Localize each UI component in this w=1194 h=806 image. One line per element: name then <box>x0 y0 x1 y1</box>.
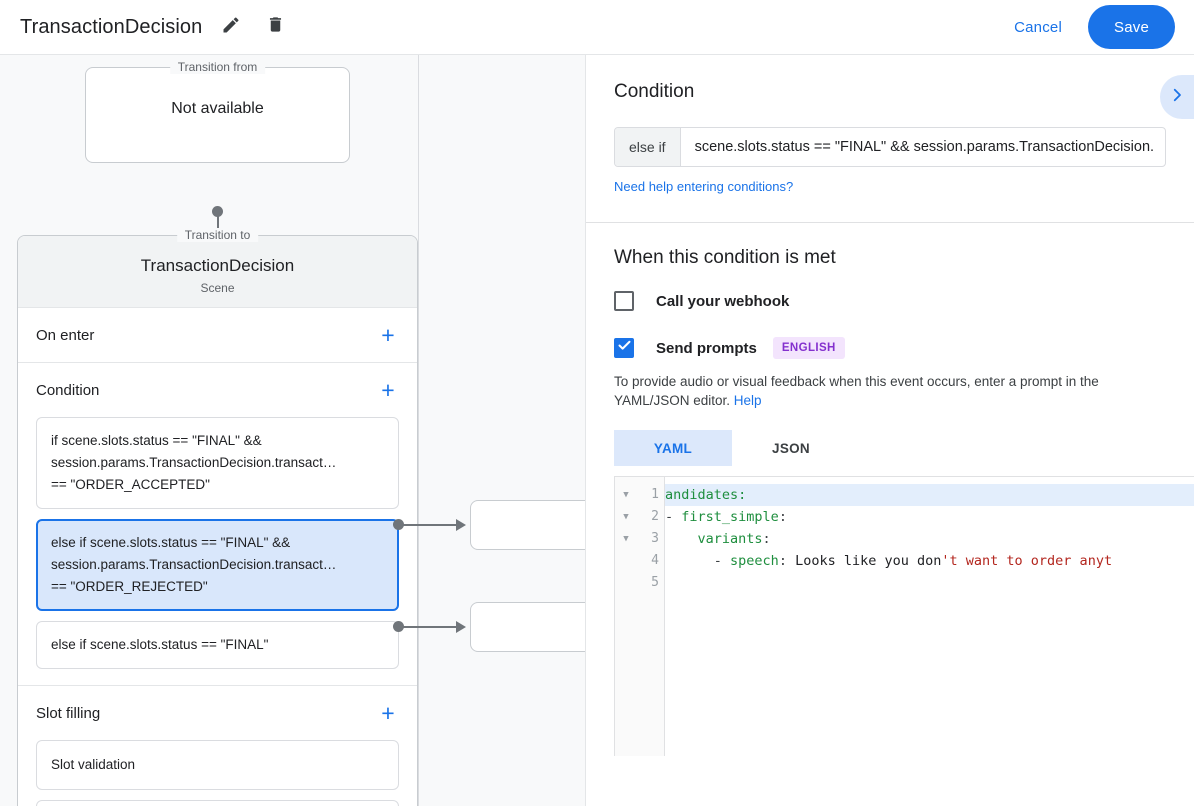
call-webhook-checkbox[interactable] <box>614 291 634 311</box>
condition-node-line <box>398 524 456 526</box>
line-number: 4 <box>651 553 659 568</box>
code-token: andidates: <box>665 487 747 503</box>
code-line[interactable]: variants: <box>697 531 771 547</box>
condition-line: session.params.TransactionDecision.trans… <box>51 455 337 470</box>
send-prompts-row[interactable]: Send prompts ENGLISH <box>614 337 1166 359</box>
fold-toggle-icon[interactable]: ▼ <box>623 534 629 544</box>
condition-node-arrowhead <box>456 519 466 531</box>
pencil-icon <box>221 15 241 40</box>
condition-heading: Condition <box>614 81 695 102</box>
code-line[interactable]: - speech: Looks like you don't want to o… <box>665 553 1113 569</box>
editor-code-area[interactable]: andidates: - first_simple: variants: - s… <box>665 477 1194 756</box>
edit-name-button[interactable] <box>216 12 246 42</box>
code-line[interactable]: andidates: <box>665 484 1194 506</box>
transition-from-legend: Transition from <box>169 60 266 74</box>
add-condition-button[interactable]: + <box>381 376 395 403</box>
prompt-description-text: To provide audio or visual feedback when… <box>614 374 1099 408</box>
editor-line-number-gutter: 1 2 3 4 5 <box>637 477 665 756</box>
tab-json[interactable]: JSON <box>772 440 810 456</box>
when-met-heading: When this condition is met <box>614 247 836 268</box>
condition-input-row[interactable]: else if scene.slots.status == "FINAL" &&… <box>614 127 1166 167</box>
transition-to-card: Transition to TransactionDecision Scene … <box>17 228 418 806</box>
editor-format-tabs: YAML JSON <box>614 430 1166 466</box>
canvas-vertical-rule <box>418 55 419 806</box>
section-slot-filling: Slot filling + Slot validation <box>18 686 417 806</box>
scene-header: TransactionDecision Scene <box>18 236 417 308</box>
tab-yaml[interactable]: YAML <box>614 430 732 466</box>
fold-spacer <box>615 572 637 594</box>
chevron-right-icon <box>1168 86 1186 109</box>
slot-validation-label: Slot validation <box>51 757 136 772</box>
transition-from-value: Not available <box>171 100 264 117</box>
scene-title: TransactionDecision <box>140 256 295 275</box>
fold-spacer <box>615 550 637 572</box>
section-title-slot-filling: Slot filling <box>36 704 101 722</box>
condition-line: == "ORDER_ACCEPTED" <box>51 477 210 492</box>
webhook-checkbox-row[interactable]: Call your webhook <box>614 291 1166 311</box>
add-on-enter-button[interactable]: + <box>381 321 395 348</box>
check-icon <box>617 338 632 358</box>
section-condition: Condition + if scene.slots.status == "FI… <box>18 363 417 686</box>
code-line[interactable] <box>665 572 1194 594</box>
slot-filling-card-partial[interactable] <box>36 800 399 806</box>
delete-button[interactable] <box>260 12 290 42</box>
line-number: 5 <box>651 575 659 590</box>
section-on-enter: On enter + <box>18 308 417 363</box>
collapse-panel-button[interactable] <box>1160 75 1194 119</box>
line-number: 1 <box>651 487 659 502</box>
send-prompts-label: Send prompts <box>656 339 757 357</box>
code-editor[interactable]: ▼ ▼ ▼ 1 2 3 4 5 andidates: - first_simpl… <box>614 476 1194 756</box>
condition-detail-panel: Condition else if scene.slots.status == … <box>585 55 1194 806</box>
transition-to-legend: Transition to <box>176 228 259 242</box>
add-slot-filling-button[interactable]: + <box>381 699 395 726</box>
send-prompts-checkbox[interactable] <box>614 338 634 358</box>
line-number: 2 <box>651 509 659 524</box>
save-button[interactable]: Save <box>1088 5 1175 49</box>
condition-line: else if scene.slots.status == "FINAL" <box>51 637 269 652</box>
scene-subtitle: Scene <box>200 281 235 295</box>
transition-target-stub[interactable] <box>470 500 585 550</box>
condition-line: session.params.TransactionDecision.trans… <box>51 557 337 572</box>
code-line[interactable]: - first_simple: <box>665 509 787 525</box>
transition-from-card: Transition from Not available <box>85 60 350 163</box>
when-condition-met-section: When this condition is met Call your web… <box>586 223 1194 466</box>
panel-divider <box>586 222 1194 223</box>
line-number: 3 <box>651 531 659 546</box>
condition-help-link[interactable]: Need help entering conditions? <box>614 179 794 194</box>
prompt-description: To provide audio or visual feedback when… <box>614 372 1166 410</box>
condition-line: else if scene.slots.status == "FINAL" && <box>51 535 291 550</box>
page-title: TransactionDecision <box>20 15 203 38</box>
condition-node-line <box>398 626 456 628</box>
condition-node-arrowhead <box>456 621 466 633</box>
editor-fold-gutter: ▼ ▼ ▼ <box>615 477 637 756</box>
prompt-help-link[interactable]: Help <box>733 393 762 408</box>
condition-card[interactable]: if scene.slots.status == "FINAL" && sess… <box>36 417 399 509</box>
scene-graph-canvas: Transition from Not available Transition… <box>0 55 585 806</box>
fold-toggle-icon[interactable]: ▼ <box>623 512 629 522</box>
condition-line: == "ORDER_REJECTED" <box>51 579 208 594</box>
section-title-on-enter: On enter <box>36 326 95 344</box>
condition-section: Condition else if scene.slots.status == … <box>586 55 1194 222</box>
condition-line: if scene.slots.status == "FINAL" && <box>51 433 262 448</box>
slot-validation-card[interactable]: Slot validation <box>36 740 399 790</box>
condition-prefix-label: else if <box>615 128 681 166</box>
condition-card[interactable]: else if scene.slots.status == "FINAL" <box>36 621 399 669</box>
condition-card-selected[interactable]: else if scene.slots.status == "FINAL" &&… <box>36 519 399 611</box>
condition-expression-input[interactable]: scene.slots.status == "FINAL" && session… <box>694 139 1155 155</box>
cancel-button[interactable]: Cancel <box>1000 10 1076 45</box>
fold-toggle-icon[interactable]: ▼ <box>623 490 629 500</box>
transition-target-stub[interactable] <box>470 602 585 652</box>
language-badge: ENGLISH <box>772 337 845 359</box>
trash-icon <box>266 15 285 39</box>
top-app-bar: TransactionDecision Cancel Save <box>0 0 1194 55</box>
call-webhook-label: Call your webhook <box>656 292 790 310</box>
section-title-condition: Condition <box>36 381 100 399</box>
